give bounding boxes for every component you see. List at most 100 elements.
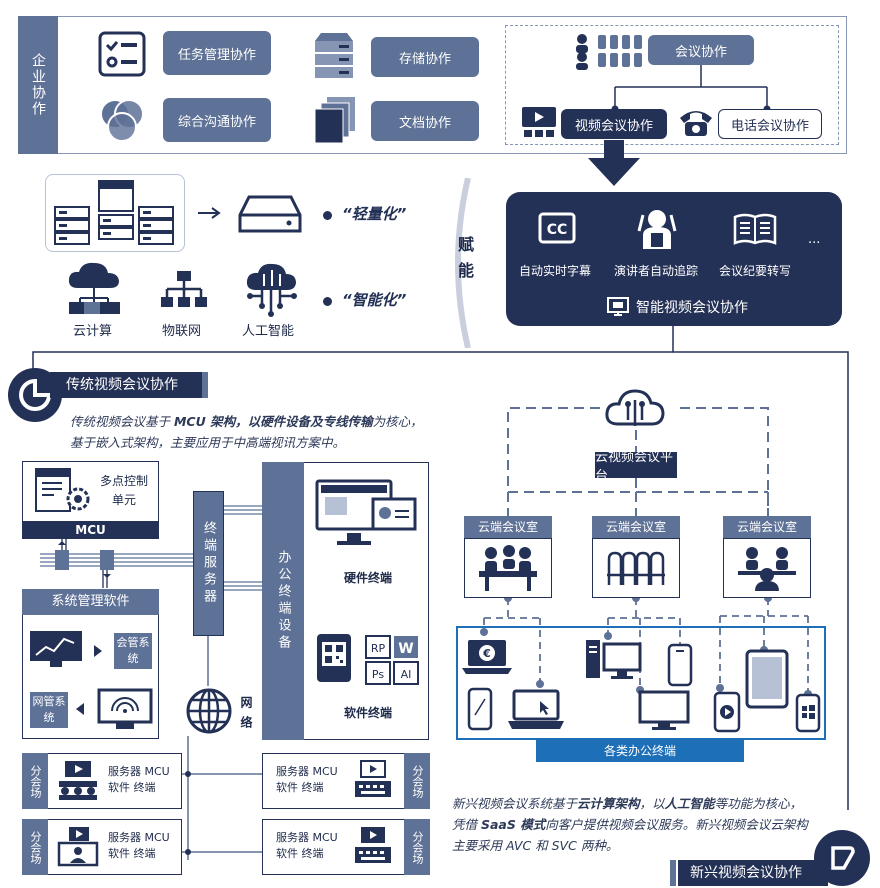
phone-conference-box: 电话会议协作 (718, 109, 822, 139)
chevron-right-icon (94, 645, 102, 657)
network-management-box: 网管系统 (30, 692, 68, 728)
cloud-room-3-title: 云端会议室 (723, 516, 811, 538)
terminals-panel (456, 626, 826, 740)
hardware-terminal-label: 硬件终端 (323, 568, 413, 590)
empower-label: 赋能 (455, 236, 474, 288)
branch-venue-3-content: 服务器 MCU 软件 终端 (276, 764, 338, 796)
mcu-server-gear-icon (34, 466, 94, 516)
bullet-dot (323, 211, 332, 220)
keyboard-screen-icon (350, 758, 396, 802)
cloud-room-2-title: 云端会议室 (592, 516, 680, 538)
emerging-desc-emphasis-saas: SaaS 模式 (480, 817, 546, 832)
video-call-icon (54, 824, 102, 868)
emerging-title-bar: 新兴视频会议协作 (678, 860, 828, 886)
traditional-title-bar: 传统视频会议协作 (50, 372, 202, 398)
svg-text:Ps: Ps (372, 668, 384, 681)
arrow-right-icon (198, 207, 221, 219)
traditional-desc-emphasis: MCU 架构，以硬件设备及专线传输 (173, 414, 373, 429)
emerging-desc-part-a: 新兴视频会议系统基于 (452, 796, 578, 811)
d-shape-icon (831, 846, 855, 870)
telephone-icon (676, 104, 716, 140)
branch-content-line-1: 服务器 MCU (108, 765, 170, 778)
network-tree-icon (160, 268, 208, 312)
traditional-desc-part-a: 传统视频会议基于 (70, 414, 174, 429)
laptop-cursor-icon (506, 688, 566, 732)
empower-divider (455, 178, 471, 348)
smartphone-icon (666, 642, 694, 688)
venn-circles-icon (94, 94, 150, 148)
title-accent-bar (670, 860, 676, 886)
monitor-icon (638, 690, 690, 732)
server-cluster-icon (50, 176, 182, 250)
video-screen-icon (519, 104, 559, 140)
emerging-desc-emphasis-cloud: 云计算架构 (577, 796, 640, 811)
svg-text:AI: AI (401, 668, 412, 681)
software-terminal-label: 软件终端 (343, 706, 392, 720)
presentation-icon (606, 296, 630, 318)
app-tiles-icon: RP W Ps AI (364, 632, 420, 688)
checklist-icon (96, 30, 148, 78)
storage-icon (310, 30, 358, 82)
conference-panel (505, 25, 839, 145)
mcu-description: 多点控制单元 (99, 474, 148, 507)
chevron-left-icon (76, 703, 84, 715)
round-table-meeting-icon (733, 544, 801, 592)
feature-tracking-label: 演讲者自动追踪 (614, 264, 699, 278)
tech-label-iot: 物联网 (162, 324, 202, 339)
emerging-desc-part-e: 等功能为核心，凭借 (452, 796, 803, 832)
conference-box: 会议协作 (648, 35, 754, 65)
svg-text:CC: CC (547, 222, 568, 238)
enterprise-label: 企业协作 (18, 16, 58, 154)
documents-box: 文档协作 (371, 101, 479, 141)
minutes-book-icon (733, 212, 777, 246)
audience-seats-icon (602, 544, 670, 592)
emerging-logo-circle (814, 830, 870, 886)
office-device-label: 办公终端设备 (262, 462, 304, 740)
keyboard-screen-icon (350, 824, 396, 868)
conference-room-icon (54, 758, 102, 802)
branch-venue-1-label: 分会场 (22, 753, 48, 809)
smart-panel-title: 智能视频会议协作 (636, 300, 748, 316)
bullet-dot (323, 297, 332, 306)
network-label: 网络 (239, 696, 253, 736)
feature-caption-label: 自动实时字幕 (519, 264, 592, 278)
svg-text:W: W (398, 641, 413, 657)
cloud-platform-box: 云视频会议平台 (595, 450, 677, 484)
video-conference-box: 视频会议协作 (561, 109, 667, 139)
laptop-euro-icon: € (460, 636, 514, 678)
emerging-description: 新兴视频会议系统基于云计算架构，以人工智能等功能为核心，凭借 SaaS 模式向客… (452, 793, 812, 856)
branch-venue-4-content: 服务器 MCU 软件 终端 (276, 830, 338, 862)
emerging-desc-part-g: 向客户提供视频会议服务。新兴视频会议云架构主要采用 AVC 和 SVC 两种。 (452, 817, 808, 853)
chart-pie-icon (19, 378, 52, 411)
emerging-desc-emphasis-ai: 人工智能 (664, 796, 715, 811)
branch-content-line-2: 软件 终端 (108, 847, 156, 860)
ai-brain-icon (242, 260, 300, 318)
monitor-chart-icon (28, 628, 84, 670)
branch-content-line-2: 软件 终端 (276, 781, 324, 794)
branch-venue-4-label: 分会场 (404, 819, 430, 875)
tablet-icon (744, 648, 790, 710)
more-ellipsis: ... (808, 232, 821, 247)
svg-text:€: € (482, 647, 491, 660)
svg-text:RP: RP (371, 642, 386, 655)
branch-content-line-1: 服务器 MCU (276, 765, 338, 778)
light-trend-label: “轻量化” (342, 205, 407, 223)
branch-venue-3-label: 分会场 (404, 753, 430, 809)
qr-phone-icon (314, 632, 354, 684)
system-management-title: 系统管理软件 (22, 589, 159, 615)
terminals-label: 各类办公终端 (536, 740, 744, 762)
branch-content-line-2: 软件 终端 (276, 847, 324, 860)
desktop-tower-icon (584, 636, 644, 682)
documents-icon (312, 94, 358, 146)
branch-venue-1-content: 服务器 MCU 软件 终端 (108, 764, 170, 796)
terminal-server-box: 终端服务器 (193, 491, 224, 636)
tech-label-cloud: 云计算 (73, 324, 113, 339)
task-management-box: 任务管理协作 (163, 31, 271, 75)
phone-play-icon (712, 690, 742, 734)
cloud-computing-icon (64, 260, 124, 316)
meeting-management-box: 会管系统 (114, 633, 152, 669)
emerging-desc-part-c: ，以 (639, 796, 665, 811)
communication-box: 综合沟通协作 (163, 98, 271, 142)
desktop-computer-icon (312, 476, 422, 548)
